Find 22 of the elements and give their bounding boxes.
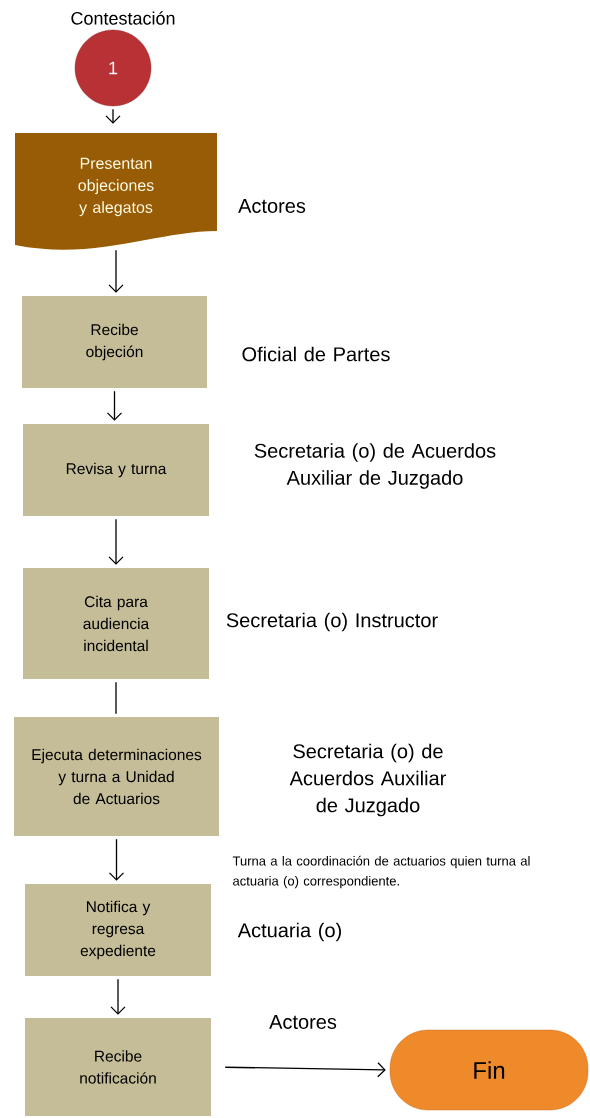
role-label: Actores [238,199,306,213]
role-label: Secretaria (o) Instructor [226,612,438,632]
role-label: Actores [269,1015,337,1029]
role-label: Secretaria (o) de Acuerdos Auxiliar de Juzgado [254,443,496,489]
note-text: Turna a la coordinación de actuarios quien turna al actuaria (o) correspondiente. [232,855,530,889]
arrow [224,1062,386,1078]
arrow [110,978,126,1015]
arrow [108,249,124,293]
process-box: Recibe notificación [25,1018,211,1116]
process-box: Ejecuta determinaciones y turna a Unidad de Actuarios [14,717,219,836]
process-box: Recibe objeción [22,296,207,388]
end-terminator: Fin [389,1029,589,1111]
arrow [106,390,123,421]
arrow [108,838,125,881]
role-label: Contestación [71,11,175,25]
arrow [108,518,124,565]
role-label: Actuaria (o) [237,922,341,942]
process-box: Cita para audiencia incidental [23,568,209,679]
role-label: Secretaria (o) de Acuerdos Auxiliar de Juzgado [289,743,446,817]
process-box: Revisa y turna [23,424,209,516]
process-box: Notifica y regresa expediente [25,884,211,976]
role-label: Oficial de Partes [242,346,390,362]
